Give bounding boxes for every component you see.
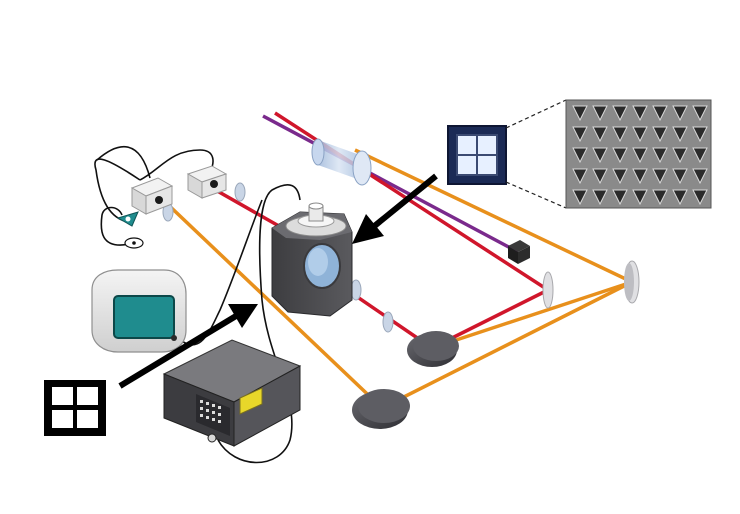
- beam-block: [508, 240, 530, 264]
- signal-splitter: [116, 211, 144, 249]
- mirror-lower: [407, 331, 459, 367]
- sem-inset: [565, 99, 712, 209]
- controller-unit: [162, 339, 302, 447]
- mirror-middle: [542, 271, 554, 309]
- sample-chip: [447, 125, 507, 185]
- sem-triangle: [672, 147, 688, 164]
- sem-triangle: [692, 147, 708, 164]
- sem-triangle: [692, 168, 708, 185]
- cable-monitor: [175, 199, 263, 346]
- sem-triangle: [592, 147, 608, 164]
- orange-beam-right: [381, 280, 633, 410]
- orange-beam-left: [158, 195, 384, 410]
- controller-display: [239, 387, 263, 415]
- mirror-right: [624, 260, 640, 304]
- sem-triangle: [672, 168, 688, 185]
- sem-triangle: [592, 168, 608, 185]
- cable-detector-top: [96, 145, 151, 179]
- sem-triangle: [612, 168, 628, 185]
- mirrors: [352, 260, 640, 429]
- sem-triangle: [632, 147, 648, 164]
- sem-triangle: [592, 105, 608, 122]
- sem-triangle: [612, 126, 628, 143]
- sem-triangle: [572, 168, 588, 185]
- sem-triangle: [652, 189, 668, 206]
- sem-triangle: [632, 189, 648, 206]
- sem-triangle: [692, 105, 708, 122]
- sem-triangle: [612, 105, 628, 122]
- detector-left: [130, 177, 174, 215]
- lens-detector-right: [234, 182, 246, 202]
- mirror-bottom: [352, 389, 410, 429]
- arrow-to-chamber: [352, 173, 438, 244]
- cables: [94, 145, 301, 464]
- detector-right: [186, 165, 228, 199]
- sem-triangle: [652, 168, 668, 185]
- sem-triangle: [672, 126, 688, 143]
- sem-triangle: [572, 126, 588, 143]
- sem-triangle: [632, 105, 648, 122]
- sem-triangle: [592, 126, 608, 143]
- arrow-to-cable: [118, 304, 258, 389]
- sem-triangle: [612, 189, 628, 206]
- sample-chamber: [271, 202, 353, 317]
- lens-return-2: [382, 311, 394, 333]
- cable-to-controller: [100, 206, 131, 246]
- sem-triangle: [672, 105, 688, 122]
- cable-chamber-left: [217, 184, 301, 464]
- sem-triangle: [652, 105, 668, 122]
- glass-cylinder: [311, 138, 372, 186]
- sem-triangle: [572, 105, 588, 122]
- sem-triangle: [612, 147, 628, 164]
- orange-beam-top: [354, 148, 633, 284]
- cable-detectors-loop: [94, 149, 214, 223]
- purple-beam: [262, 114, 519, 254]
- sem-triangle: [632, 168, 648, 185]
- sem-triangle: [592, 189, 608, 206]
- sem-triangle: [692, 126, 708, 143]
- sem-triangle: [632, 126, 648, 143]
- sem-triangle: [572, 147, 588, 164]
- monitor-screen: [113, 295, 175, 339]
- sem-triangle: [672, 189, 688, 206]
- sem-triangle: [652, 147, 668, 164]
- sem-triangle: [692, 189, 708, 206]
- orange-beam-mid: [431, 280, 633, 350]
- zoom-lines: [505, 99, 567, 209]
- sem-triangle: [652, 126, 668, 143]
- four-pane-square-icon: [44, 380, 106, 436]
- arrows: [118, 173, 438, 389]
- sem-triangle: [572, 189, 588, 206]
- monitor: [91, 269, 187, 353]
